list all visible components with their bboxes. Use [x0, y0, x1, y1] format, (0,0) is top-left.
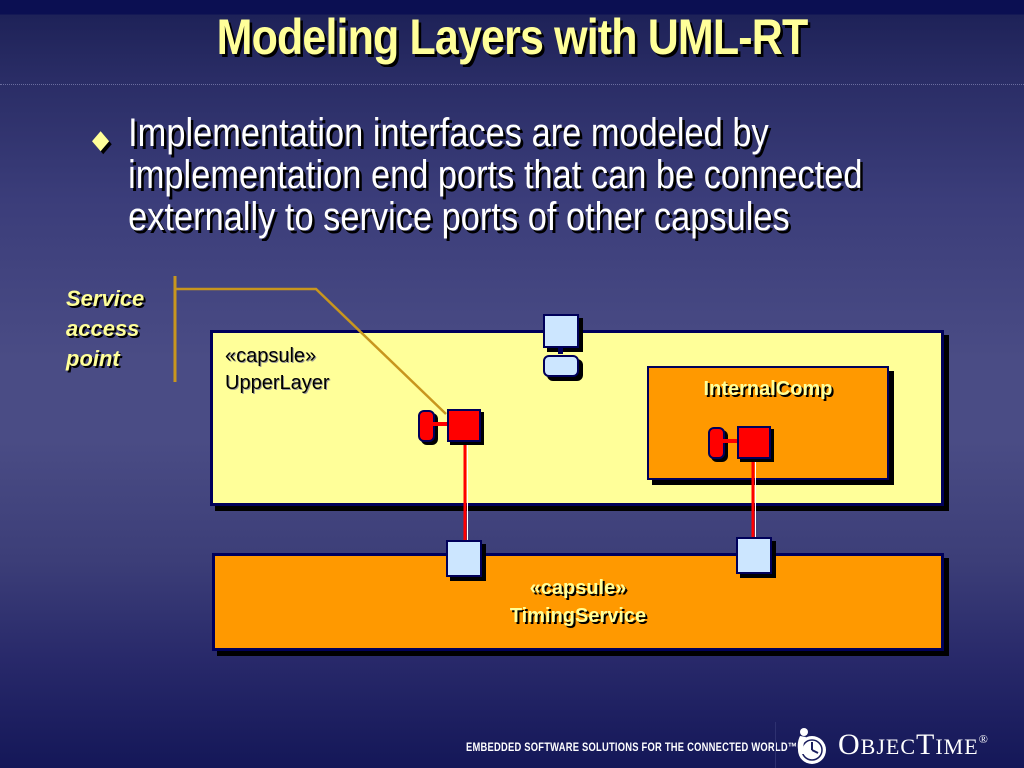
service-port-base[interactable]	[543, 355, 579, 377]
end-port-upper[interactable]	[447, 409, 481, 442]
footer-tagline: EMBEDDED SOFTWARE SOLUTIONS FOR THE CONN…	[466, 740, 798, 754]
title-divider	[0, 84, 1024, 85]
upper-layer-stereotype: «capsule»	[225, 345, 317, 367]
end-port-cap-upper[interactable]	[418, 410, 435, 442]
bullet-text: Implementation interfaces are modeled by…	[128, 111, 863, 239]
timing-service-stereotype: «capsule»	[529, 577, 627, 599]
objecttime-clock-figure-icon	[797, 728, 826, 764]
timing-service-port-2[interactable]	[736, 537, 772, 574]
end-port-link-internal	[723, 439, 737, 443]
service-access-point-label: Service access point	[66, 286, 145, 371]
objecttime-logo: OBJECTIME®	[838, 728, 989, 761]
service-port-top[interactable]	[543, 314, 579, 348]
timing-service-name: TimingService	[509, 605, 647, 627]
upper-layer-name: UpperLayer	[225, 372, 330, 394]
internal-component[interactable]: InternalComp	[647, 366, 889, 480]
service-port-stem	[558, 346, 563, 354]
timing-service-port-1[interactable]	[446, 540, 482, 577]
footer-divider	[775, 722, 776, 768]
timing-service-capsule[interactable]: «capsule» TimingService	[212, 553, 944, 651]
end-port-cap-internal[interactable]	[708, 427, 725, 459]
slide-title: Modeling Layers with UML-RT	[216, 9, 809, 65]
end-port-link-upper	[433, 422, 447, 426]
diamond-bullet-icon: ◆	[92, 124, 110, 154]
end-port-internal[interactable]	[737, 426, 771, 459]
internal-component-name: InternalComp	[703, 378, 833, 400]
